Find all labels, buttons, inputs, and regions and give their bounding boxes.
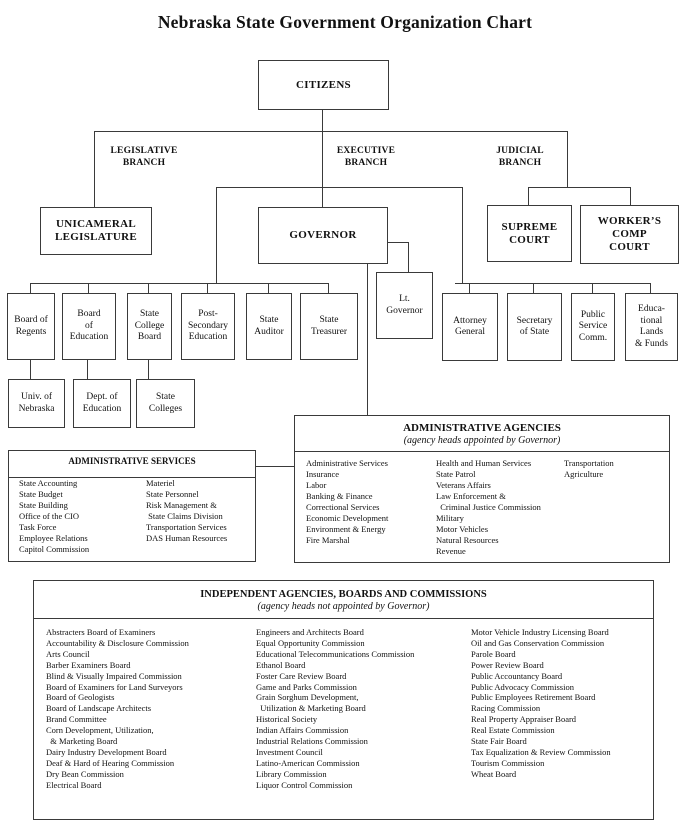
administrative-agencies-column-2: Health and Human Services State Patrol V… xyxy=(436,458,541,556)
connector-governor-to-agencies xyxy=(367,262,368,415)
connector-board-education-drop xyxy=(88,283,89,293)
connector-educational-lands-drop xyxy=(650,283,651,293)
independent-agencies-column-1: Abstracters Board of Examiners Accountab… xyxy=(46,627,189,790)
independent-agencies-header: INDEPENDENT AGENCIES, BOARDS AND COMMISS… xyxy=(34,581,653,619)
node-secretary-of-state: Secretary of State xyxy=(507,293,562,361)
branch-label-judicial: JUDICIAL BRANCH xyxy=(496,146,544,168)
node-educational-lands-funds: Educa- tional Lands & Funds xyxy=(625,293,678,361)
independent-agencies-subtitle: (agency heads not appointed by Governor) xyxy=(257,601,430,612)
node-lt-governor: Lt. Governor xyxy=(376,272,433,339)
node-attorney-general: Attorney General xyxy=(442,293,498,361)
node-state-colleges: State Colleges xyxy=(136,379,195,428)
administrative-agencies-title: ADMINISTRATIVE AGENCIES xyxy=(403,422,561,434)
connector-executive-rail xyxy=(216,187,463,188)
connector-public-service-drop xyxy=(592,283,593,293)
connector-treasurer-drop xyxy=(328,283,329,293)
connector-attorney-general-drop xyxy=(469,283,470,293)
connector-state-colleges-drop xyxy=(148,358,149,379)
node-univ-of-nebraska: Univ. of Nebraska xyxy=(8,379,65,428)
node-board-of-regents: Board of Regents xyxy=(7,293,55,360)
connector-auditor-drop xyxy=(268,283,269,293)
administrative-services-column-1: State Accounting State Budget State Buil… xyxy=(19,478,90,554)
branch-label-legislative: LEGISLATIVE BRANCH xyxy=(110,146,178,168)
connector-workers-comp-drop xyxy=(630,187,631,205)
connector-legislative-drop xyxy=(94,131,95,207)
connector-lt-governor-elbow-h xyxy=(386,242,409,243)
panel-independent-agencies: INDEPENDENT AGENCIES, BOARDS AND COMMISS… xyxy=(33,580,654,820)
connector-branch-rail xyxy=(94,131,568,132)
connector-judicial-drop xyxy=(567,131,568,188)
connector-regents-drop xyxy=(30,283,31,293)
node-citizens: CITIZENS xyxy=(258,60,389,110)
administrative-services-column-2: Materiel State Personnel Risk Management… xyxy=(146,478,228,543)
node-public-service-comm: Public Service Comm. xyxy=(571,293,615,361)
connector-supreme-court-drop xyxy=(528,187,529,205)
connector-left-row-feed xyxy=(216,187,217,283)
connector-citizens-stem xyxy=(322,108,323,131)
connector-lt-governor-elbow-v xyxy=(408,242,409,272)
node-board-of-education: Board of Education xyxy=(62,293,116,360)
connector-univ-nebraska-drop xyxy=(30,358,31,379)
panel-administrative-agencies: ADMINISTRATIVE AGENCIES (agency heads ap… xyxy=(294,415,670,563)
independent-agencies-column-3: Motor Vehicle Industry Licensing Board O… xyxy=(471,627,611,779)
node-state-college-board: State College Board xyxy=(127,293,172,360)
connector-secretary-state-drop xyxy=(533,283,534,293)
node-post-secondary-education: Post- Secondary Education xyxy=(181,293,235,360)
administrative-agencies-header: ADMINISTRATIVE AGENCIES (agency heads ap… xyxy=(295,416,669,452)
connector-dept-education-drop xyxy=(87,358,88,379)
branch-label-executive: EXECUTIVE BRANCH xyxy=(336,146,396,168)
independent-agencies-title: INDEPENDENT AGENCIES, BOARDS AND COMMISS… xyxy=(200,589,487,600)
administrative-agencies-subtitle: (agency heads appointed by Governor) xyxy=(403,435,561,446)
node-governor: GOVERNOR xyxy=(258,207,388,264)
node-state-auditor: State Auditor xyxy=(246,293,292,360)
connector-right-row-rail xyxy=(455,283,651,284)
node-state-treasurer: State Treasurer xyxy=(300,293,358,360)
administrative-agencies-column-3: Transportation Agriculture xyxy=(564,458,614,479)
connector-college-board-drop xyxy=(148,283,149,293)
connector-post-secondary-drop xyxy=(207,283,208,293)
node-dept-of-education: Dept. of Education xyxy=(73,379,131,428)
node-workers-comp-court: WORKER’S COMP COURT xyxy=(580,205,679,264)
page-title: Nebraska State Government Organization C… xyxy=(157,12,533,32)
connector-judicial-rail xyxy=(528,187,631,188)
panel-administrative-services: ADMINISTRATIVE SERVICES State Accounting… xyxy=(8,450,256,562)
independent-agencies-column-2: Engineers and Architects Board Equal Opp… xyxy=(256,627,415,790)
administrative-agencies-column-1: Administrative Services Insurance Labor … xyxy=(306,458,389,545)
node-supreme-court: SUPREME COURT xyxy=(487,205,572,262)
connector-governor-drop xyxy=(322,131,323,207)
connector-services-to-agencies xyxy=(254,466,294,467)
connector-left-row-rail xyxy=(30,283,329,284)
administrative-services-title: ADMINISTRATIVE SERVICES xyxy=(9,451,255,478)
node-unicameral-legislature: UNICAMERAL LEGISLATURE xyxy=(40,207,152,255)
connector-right-row-feed xyxy=(462,187,463,283)
